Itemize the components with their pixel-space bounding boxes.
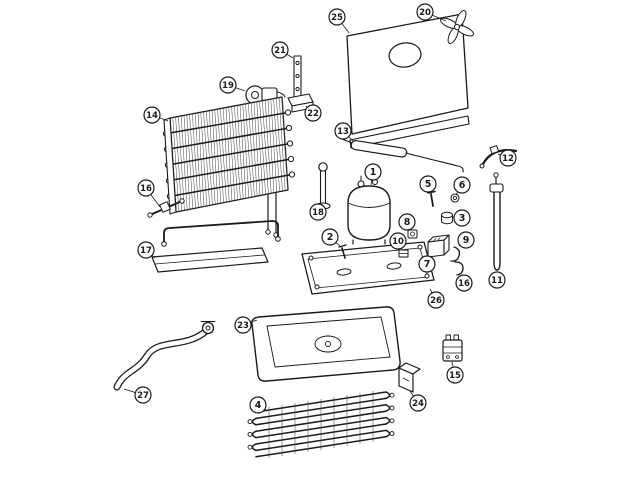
callout-number: 6 <box>459 180 466 191</box>
process-tube <box>315 162 331 210</box>
callout-22: 22 <box>304 104 322 122</box>
drain-pan <box>251 306 401 382</box>
callout-8: 8 <box>398 213 416 231</box>
callout-16: 16 <box>137 179 161 208</box>
callout-13: 13 <box>334 122 354 142</box>
callout-number: 8 <box>404 217 411 228</box>
callout-number: 15 <box>449 371 461 381</box>
callout-number: 3 <box>459 213 466 224</box>
callout-17: 17 <box>137 241 156 259</box>
compressor-base-plate <box>301 241 435 295</box>
tube-clamp-left <box>147 198 185 218</box>
support-bracket-upper <box>293 55 302 99</box>
callout-2: 2 <box>321 228 342 248</box>
callout-number: 14 <box>146 111 158 121</box>
callout-16: 16 <box>455 274 473 292</box>
parts-line-art <box>113 10 518 459</box>
callout-number: 22 <box>307 109 319 119</box>
callout-number: 13 <box>337 127 349 137</box>
grommet <box>441 211 453 225</box>
callout-21: 21 <box>271 41 294 59</box>
callout-number: 21 <box>274 46 286 56</box>
callout-24: 24 <box>409 390 427 412</box>
spacer-sleeve <box>407 229 418 239</box>
callout-4: 4 <box>249 396 268 414</box>
tube-hook-clip <box>454 261 464 276</box>
callout-number: 16 <box>458 279 470 289</box>
callout-number: 27 <box>137 391 149 401</box>
evaporator-tubes <box>162 109 296 200</box>
callout-18: 18 <box>309 203 327 221</box>
callout-number: 4 <box>255 400 262 411</box>
callout-5: 5 <box>419 175 437 194</box>
drain-trough <box>151 247 269 273</box>
compressor <box>347 173 391 245</box>
callout-number: 7 <box>424 259 431 270</box>
callout-number: 11 <box>491 276 503 286</box>
callout-14: 14 <box>143 106 169 124</box>
filter-drier <box>341 138 464 173</box>
support-bracket-base <box>287 93 314 113</box>
heat-exchanger-tube <box>489 172 504 271</box>
callout-3: 3 <box>452 209 471 227</box>
callout-number: 24 <box>412 399 424 409</box>
callout-number: 23 <box>237 321 249 331</box>
callout-27: 27 <box>123 386 152 404</box>
callout-number: 25 <box>331 13 343 23</box>
callout-number: 19 <box>222 81 234 91</box>
callout-number: 12 <box>502 154 514 164</box>
defrost-heater-tube <box>161 220 281 247</box>
rear-panel <box>346 13 470 149</box>
callout-19: 19 <box>219 76 246 94</box>
callout-11: 11 <box>488 271 506 289</box>
mounting-screw <box>427 190 436 207</box>
callout-9: 9 <box>457 231 475 249</box>
callout-20: 20 <box>416 3 447 22</box>
callout-15: 15 <box>446 361 464 384</box>
support-bracket-lower <box>398 362 421 393</box>
callout-number: 18 <box>312 208 324 218</box>
callout-number: 16 <box>140 184 152 194</box>
callout-number: 20 <box>419 8 431 18</box>
callout-number: 9 <box>463 235 470 246</box>
callout-12: 12 <box>497 149 517 167</box>
evaporator-coil <box>162 96 296 238</box>
callout-number: 17 <box>140 246 152 256</box>
retainer-clip <box>398 249 409 258</box>
relay-box <box>427 234 450 258</box>
callout-10: 10 <box>389 232 407 250</box>
callout-7: 7 <box>418 255 436 273</box>
callout-number: 10 <box>392 237 404 247</box>
terminal-block <box>442 334 463 362</box>
callout-23: 23 <box>234 316 258 334</box>
callout-25: 25 <box>328 8 350 34</box>
drain-hose <box>113 321 216 391</box>
callout-number: 26 <box>430 296 442 306</box>
callout-6: 6 <box>453 176 471 196</box>
condenser-coil <box>247 390 395 459</box>
callout-number: 2 <box>327 232 334 243</box>
callout-1: 1 <box>364 163 382 186</box>
callout-number: 1 <box>370 167 377 178</box>
wire-clip <box>450 246 461 262</box>
callout-26: 26 <box>427 288 445 309</box>
callout-number: 5 <box>425 179 432 190</box>
washer <box>450 193 460 203</box>
